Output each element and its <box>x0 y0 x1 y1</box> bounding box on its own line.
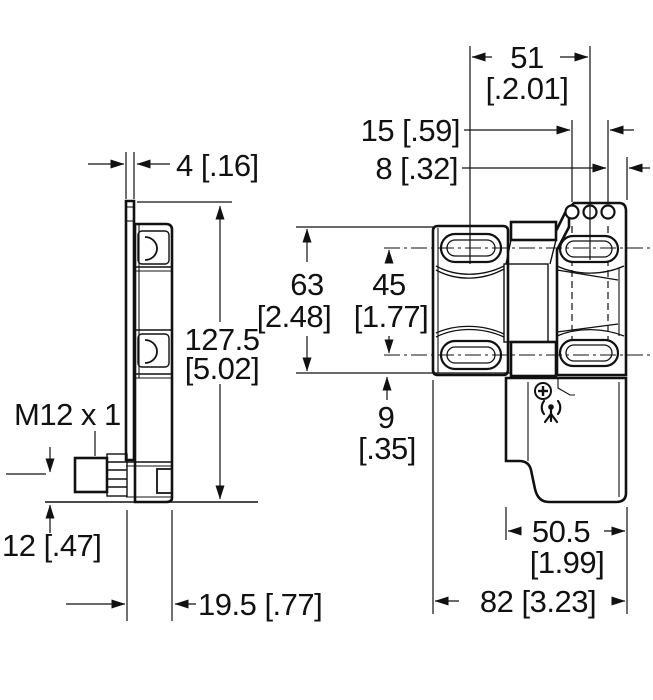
m12-connector <box>73 453 128 497</box>
phillips-screw-icon <box>534 382 552 400</box>
side-view <box>45 199 258 504</box>
dim-63-mm: 63 <box>290 267 323 302</box>
front-view <box>384 201 650 504</box>
dim-127-5-mm: 127.5 <box>184 322 259 357</box>
dim-127-5-inch: [5.02] <box>185 351 260 386</box>
dim-50-5-mm: 50.5 <box>532 514 590 549</box>
dim-8: 8 [.32] <box>375 151 458 186</box>
body-bottom-detail <box>126 461 172 498</box>
dimensions: 51 [.2.01] 15 [.59] 8 [.32] 4 [.16] 127.… <box>2 40 650 622</box>
dim-50-5-inch: [1.99] <box>530 545 605 580</box>
label-m12-thread: M12 x 1 <box>14 397 121 432</box>
dim-45-mm: 45 <box>372 267 405 302</box>
dim-82: 82 [3.23] <box>480 584 596 619</box>
dim-9-inch: [.35] <box>358 431 416 466</box>
dim-45-inch: [1.77] <box>354 299 429 334</box>
sensor-body-side <box>126 222 174 504</box>
dim-63-inch: [2.48] <box>257 299 332 334</box>
dim-9-mm: 9 <box>378 400 395 435</box>
sensor-window-lower <box>137 333 170 368</box>
sensor-window-upper <box>137 230 170 265</box>
dim-19-5: 19.5 [.77] <box>198 587 322 622</box>
dim-4: 4 [.16] <box>176 148 259 183</box>
rfid-antenna-icon <box>540 399 562 424</box>
mounting-plate-side <box>124 199 136 462</box>
hinge-knuckle <box>503 206 570 378</box>
mounting-slot-right-lower <box>558 338 620 368</box>
hinge-leaf-left <box>431 224 510 377</box>
extension-lines <box>6 46 628 621</box>
switch-housing <box>504 376 628 504</box>
dim-51-mm: 51 <box>510 40 543 75</box>
dim-51-inch: [.2.01] <box>486 71 569 106</box>
dim-12: 12 [.47] <box>2 528 101 563</box>
mounting-slot-right-upper <box>558 234 620 264</box>
dim-15: 15 [.59] <box>361 113 460 148</box>
dimension-lines <box>45 52 650 609</box>
